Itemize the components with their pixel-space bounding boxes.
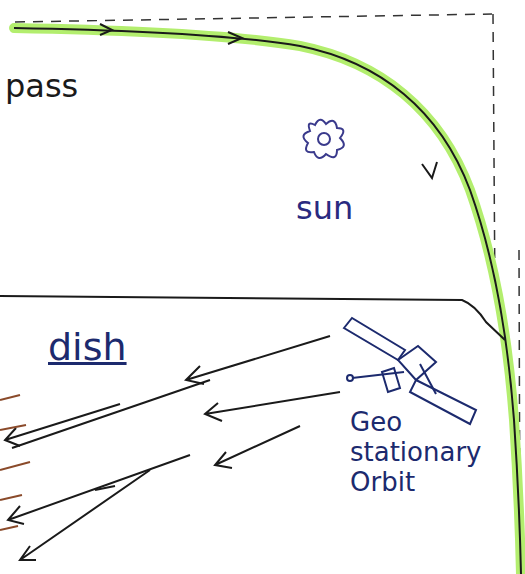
- sun-label: sun: [296, 190, 396, 227]
- path-arrowhead: [422, 162, 437, 178]
- path-arrowhead: [100, 24, 112, 35]
- path-arrowhead: [228, 32, 242, 44]
- dish-label: dish: [48, 326, 198, 370]
- pass-highlight: [14, 28, 521, 574]
- brown-strokes: [0, 395, 30, 530]
- dashed-guide: [15, 14, 492, 22]
- signal-arrows: [5, 336, 340, 560]
- sun-symbol: [303, 120, 343, 158]
- pass-label: pass: [5, 68, 125, 105]
- orbit-label: Geo stationary Orbit: [350, 408, 478, 498]
- pass-path: [14, 28, 521, 574]
- sun-core: [318, 133, 330, 145]
